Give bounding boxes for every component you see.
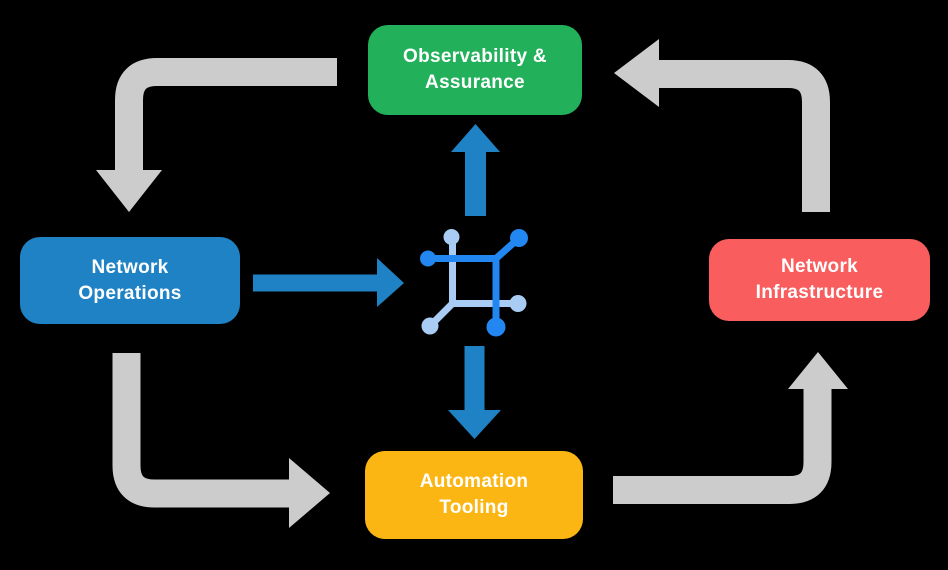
node-observability-assurance: Observability & Assurance [368,25,582,115]
icon-dark-strokes [420,229,528,337]
icon-light-strokes [421,229,527,335]
node-label: Automation Tooling [419,471,529,518]
node-dot [509,295,527,312]
arrowhead-down-icon [448,410,501,439]
arrowhead-right-icon [377,258,404,307]
node-dot [486,317,506,337]
arrow-center-to-observability [451,124,500,216]
arrow-automation-to-infrastructure [613,352,848,504]
arrowhead-down-icon [96,170,162,212]
arrow-observability-to-operations [96,58,337,212]
node-dot [420,250,436,267]
node-label: Network Operations [78,256,182,304]
node-dot [421,317,439,335]
node-network-infrastructure: Network Infrastructure [709,239,930,321]
arrow-operations-to-center [253,258,404,307]
arrowhead-right-icon [289,458,330,528]
arrow-operations-to-automation [112,353,330,528]
arrow-center-to-automation [448,346,501,439]
flow-arrows [253,124,501,439]
node-dot [510,229,528,247]
node-dot [443,229,460,245]
arrowhead-left-icon [614,39,659,107]
arrow-infrastructure-to-observability [614,39,830,212]
node-label: Observability & Assurance [403,46,547,93]
node-label: Network Infrastructure [755,256,884,303]
node-automation-tooling: Automation Tooling [365,451,583,539]
arrowhead-up-icon [788,352,848,389]
arrowhead-up-icon [451,124,500,152]
network-automation-icon [420,229,528,337]
node-network-operations: Network Operations [20,237,240,324]
